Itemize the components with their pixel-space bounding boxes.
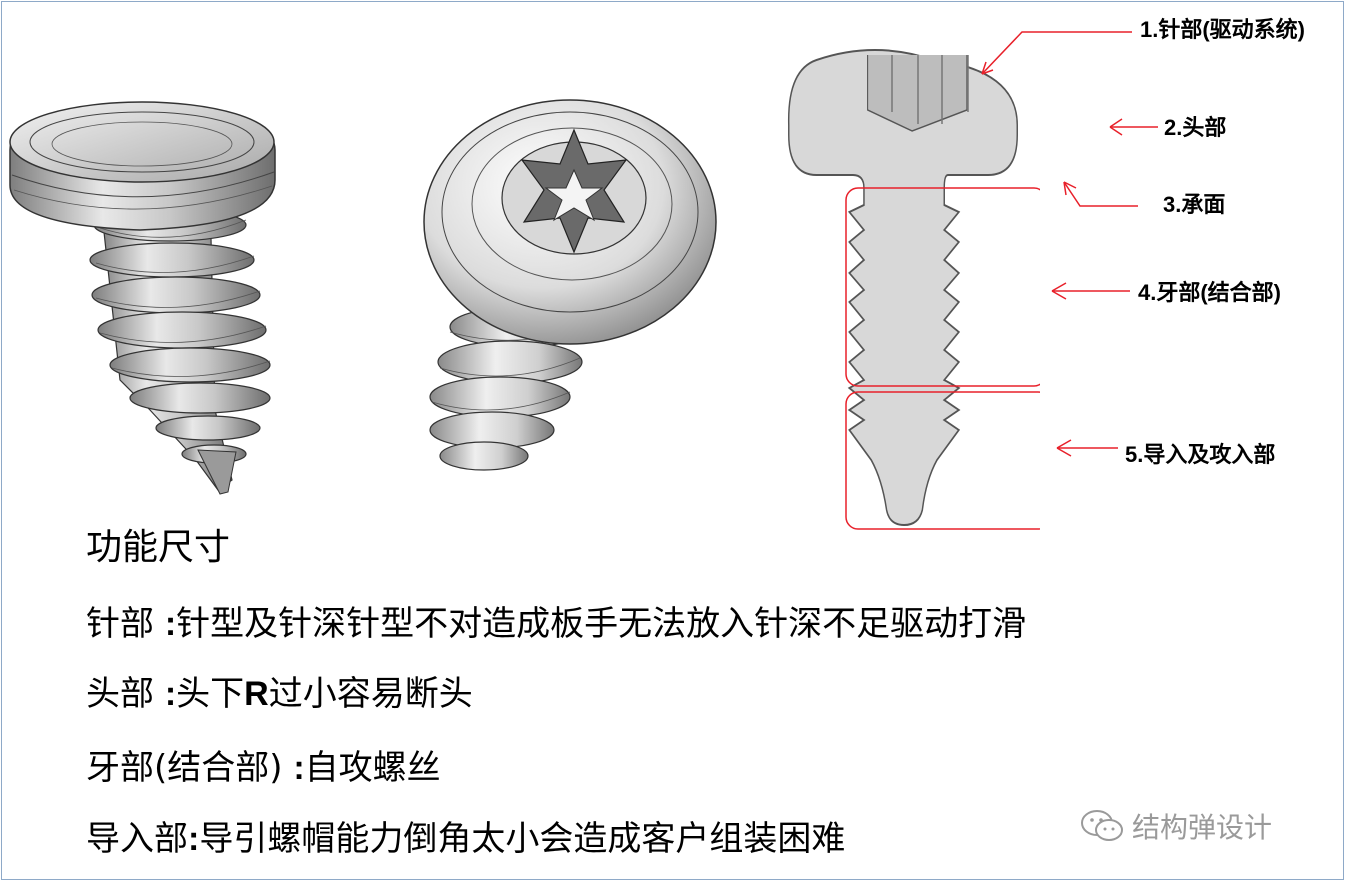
description-label: 导入部 bbox=[86, 819, 188, 859]
description-text: 针型及针深针型不对造成板手无法放入针深不足驱动打滑 bbox=[176, 604, 1027, 644]
description-text: 头下 bbox=[176, 674, 245, 714]
description-separator: : bbox=[164, 675, 177, 713]
description-line-3: 牙部(结合部) :自攻螺丝 bbox=[86, 748, 441, 788]
description-line-2: 头部 :头下R过小容易断头 bbox=[86, 674, 473, 714]
description-label: 针部 bbox=[86, 604, 165, 644]
callout-2: 2.头部 bbox=[1164, 115, 1227, 140]
description-line-1: 针部 :针型及针深针型不对造成板手无法放入针深不足驱动打滑 bbox=[86, 604, 1027, 644]
watermark: 结构弹设计 bbox=[1080, 806, 1272, 846]
callout-4: 4.牙部(结合部) bbox=[1138, 280, 1282, 305]
section-heading: 功能尺寸 bbox=[86, 527, 231, 568]
screw-cross-section-diagram bbox=[788, 49, 1040, 530]
description-text-tail: 过小容易断头 bbox=[268, 674, 473, 714]
description-separator: : bbox=[293, 749, 305, 787]
tip-section-frame bbox=[845, 391, 1040, 530]
screw-3d-torx-illustration bbox=[423, 99, 717, 471]
description-separator: : bbox=[164, 605, 177, 643]
description-line-4: 导入部:导引螺帽能力倒角太小会造成客户组装困难 bbox=[86, 819, 846, 859]
description-separator: : bbox=[188, 820, 200, 858]
callout-3: 3.承面 bbox=[1163, 192, 1226, 217]
thread-section-frame bbox=[845, 187, 1040, 387]
description-text: 自攻螺丝 bbox=[304, 748, 441, 788]
watermark-text: 结构弹设计 bbox=[1132, 811, 1273, 844]
description-text: 导引螺帽能力倒角太小会造成客户组装困难 bbox=[199, 819, 846, 859]
description-emphasis: R bbox=[244, 675, 269, 713]
description-label: 牙部(结合部) bbox=[86, 748, 294, 788]
description-label: 头部 bbox=[86, 674, 165, 714]
callout-1: 1.针部(驱动系统) bbox=[1140, 17, 1306, 42]
screw-3d-side-illustration bbox=[9, 101, 276, 495]
wechat-icon bbox=[1081, 810, 1123, 841]
callout-5: 5.导入及攻入部 bbox=[1125, 442, 1276, 467]
